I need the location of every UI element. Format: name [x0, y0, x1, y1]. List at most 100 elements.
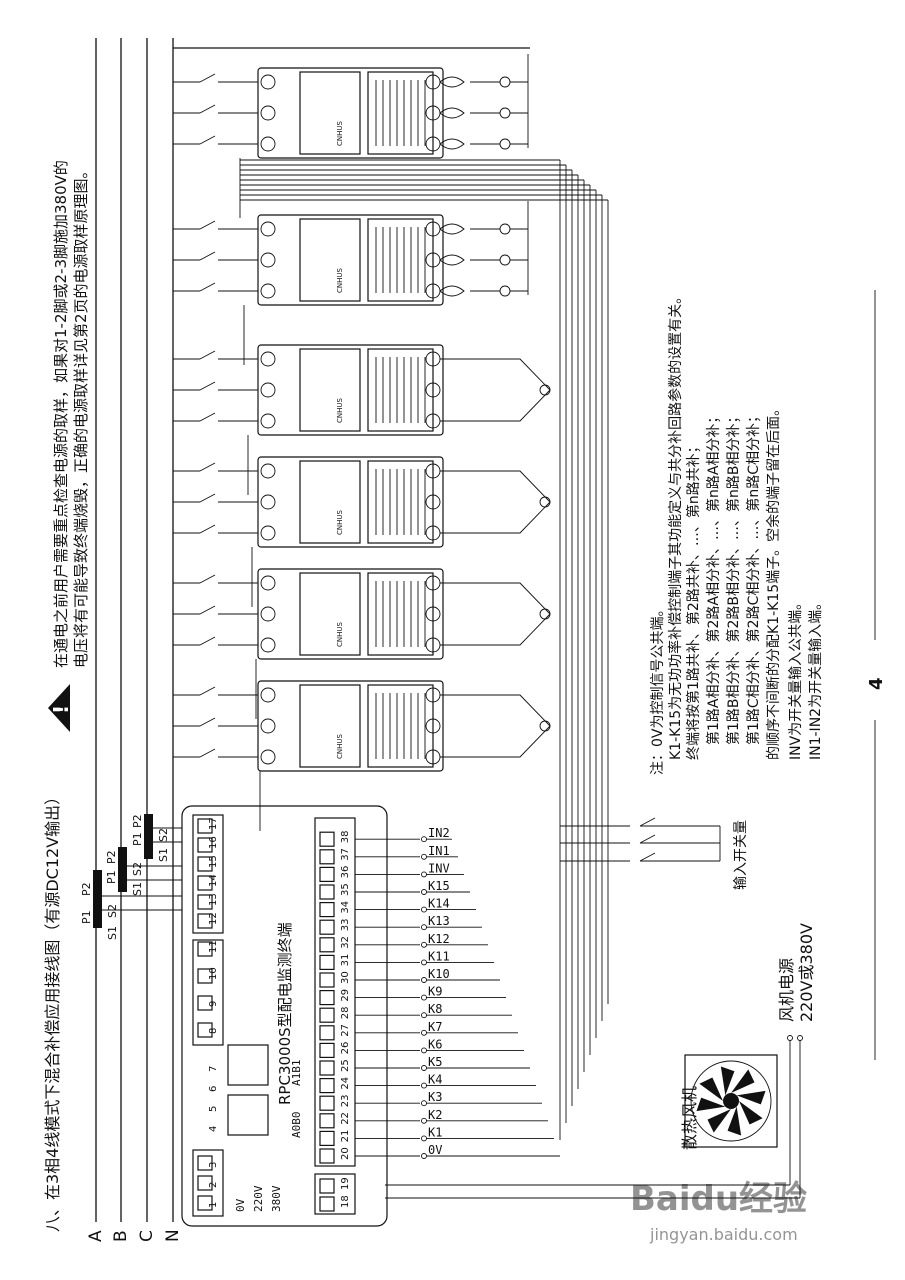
terminal-screw [319, 1025, 335, 1041]
power-label-220v: 220V [252, 1185, 265, 1212]
ct-s1-label: S1 [106, 926, 119, 940]
terminal-screw [319, 849, 335, 865]
terminal-number: 3 [208, 1162, 219, 1168]
terminal-screw [197, 941, 213, 957]
watermark: Baidu经验 jingyan.baidu.com [630, 1179, 807, 1244]
signal-label-k1: K1 [428, 1125, 442, 1139]
terminal-number: 1 [208, 1202, 219, 1208]
terminal-screw [197, 894, 213, 910]
terminal-number: 12 [208, 912, 219, 925]
module-brand: CNHUS [336, 397, 344, 423]
terminal-number: 35 [340, 883, 351, 896]
phase-label-c: C [137, 1230, 157, 1242]
capacitor-module-1: CNHUS [173, 54, 529, 218]
phase-label-a: A [86, 1230, 106, 1242]
ct-s2-label-c: S2 [157, 828, 170, 842]
title-group: 八、在3相4线模式下混合补偿应用接线图（有源DC12V输出） [43, 789, 62, 1232]
terminal-number: 13 [208, 893, 219, 906]
module-brand: CNHUS [336, 733, 344, 759]
terminal-number: 33 [340, 918, 351, 931]
terminal-number: 18 [340, 1195, 351, 1208]
note-line-5: 第1路B相分补、第2路B相分补、…、第n路B相分补； [725, 410, 742, 746]
terminal-screw [319, 1196, 335, 1212]
terminal-screw [319, 972, 335, 988]
ct-p2-label-c: P2 [131, 814, 144, 828]
port-a0b0-label: A0B0 [290, 1112, 303, 1139]
power-label-0v: 0V [234, 1198, 247, 1212]
terminal-number: 29 [340, 989, 351, 1002]
signal-labels: 0VK1K2K3K4K5K6K7K8K9K10K11K12K13K14K15IN… [428, 826, 450, 1157]
module-brand: CNHUS [336, 267, 344, 293]
capacitor-module-5: CNHUS [173, 568, 551, 719]
svg-text:!: ! [49, 705, 73, 714]
section-title: 八、在3相4线模式下混合补偿应用接线图（有源DC12V输出） [43, 789, 62, 1232]
ct-p1-label-c: P1 [131, 832, 144, 846]
signal-label-k2: K2 [428, 1108, 442, 1122]
terminal-number: 16 [208, 836, 219, 849]
note-line-4: 第1路A相分补、第2路A相分补、…、第n路A相分补； [705, 410, 722, 745]
capacitor-module-6: CNHUS [173, 680, 551, 831]
signal-label-k9: K9 [428, 985, 442, 999]
terminal-screw [197, 818, 213, 834]
signal-label-in1: IN1 [428, 844, 450, 858]
terminal-screw [319, 989, 335, 1006]
signal-label-k13: K13 [428, 914, 450, 928]
signal-wires [355, 817, 656, 1159]
signal-label-k14: K14 [428, 897, 450, 911]
terminal-number: 7 [208, 1066, 219, 1072]
capacitor-module-3: CNHUS [173, 344, 551, 495]
port-a1b1-label: A1B1 [290, 1060, 303, 1087]
signal-label-inv: INV [428, 861, 450, 875]
watermark-main: Baidu经验 [630, 1179, 807, 1219]
terminal-number: 25 [340, 1059, 351, 1072]
terminal-screw [319, 1077, 335, 1094]
terminal-screw [319, 1113, 335, 1129]
terminal-screw [319, 831, 335, 847]
signal-label-k6: K6 [428, 1037, 442, 1051]
watermark-url: jingyan.baidu.com [649, 1225, 798, 1244]
terminal-screw [197, 968, 213, 984]
capacitor-module-2: CNHUS [173, 201, 529, 365]
signal-label-k15: K15 [428, 879, 450, 893]
terminal-screw [319, 1178, 335, 1194]
terminal-screw [319, 1007, 335, 1023]
notes-block: 注：0V为控制信号公共端。K1-K15为无功功率补偿控制端子其功能定义与共分补回… [650, 290, 824, 775]
note-line-9: IN1-IN2为开关量输入端。 [808, 596, 824, 760]
ct-s2-label-b: S2 [131, 862, 144, 876]
terminal-number: 30 [340, 971, 351, 984]
switch-input: 输入开关量 [640, 820, 749, 890]
ct-p1-label: P1 [80, 910, 93, 924]
terminal-number: 21 [340, 1130, 351, 1143]
ct-s1-label-b: S1 [131, 882, 144, 896]
terminal-number: 36 [340, 866, 351, 879]
fan-label: 散热风机 [680, 1086, 699, 1150]
terminal-screw [319, 1095, 335, 1111]
warning-line1: 在通电之前用户需要重点检查电源的取样，如果对1-2脚或2-3脚施加380V的 [52, 160, 70, 668]
warning-line2: 电压将有可能导致终端烧毁，正确的电源取样详见第2页的电源取样原理图。 [72, 163, 90, 668]
terminal-screw [197, 856, 213, 872]
terminal-number: 6 [208, 1086, 219, 1092]
terminal-number: 31 [340, 954, 351, 967]
terminal-number: 24 [340, 1077, 351, 1090]
ct-s2-label: S2 [106, 904, 119, 918]
terminal-number: 9 [208, 1001, 219, 1007]
note-line-3: 终端将按第1路共补、第2路共补、…、第n路共补； [685, 439, 702, 760]
current-transformers: P1 P2 S1 S2 P1 P2 S1 S2 P1 P2 S1 S2 [80, 814, 190, 940]
terminal-screw [197, 913, 213, 929]
terminal-number: 4 [208, 1126, 219, 1132]
signal-label-in2: IN2 [428, 826, 450, 840]
terminal-screw [197, 1175, 213, 1191]
terminal-screw [197, 837, 213, 853]
terminal-screw [319, 954, 335, 971]
terminal-screw [197, 1022, 213, 1038]
terminal-number: 14 [208, 874, 219, 887]
note-line-2: K1-K15为无功功率补偿控制端子其功能定义与共分补回路参数的设置有关。 [667, 290, 684, 760]
terminal-number: 5 [208, 1106, 219, 1112]
terminal-screw [319, 884, 335, 900]
terminal-screw [319, 1042, 335, 1059]
warning-block: ! 在通电之前用户需要重点检查电源的取样，如果对1-2脚或2-3脚施加380V的… [48, 160, 90, 732]
signal-label-k10: K10 [428, 967, 450, 981]
